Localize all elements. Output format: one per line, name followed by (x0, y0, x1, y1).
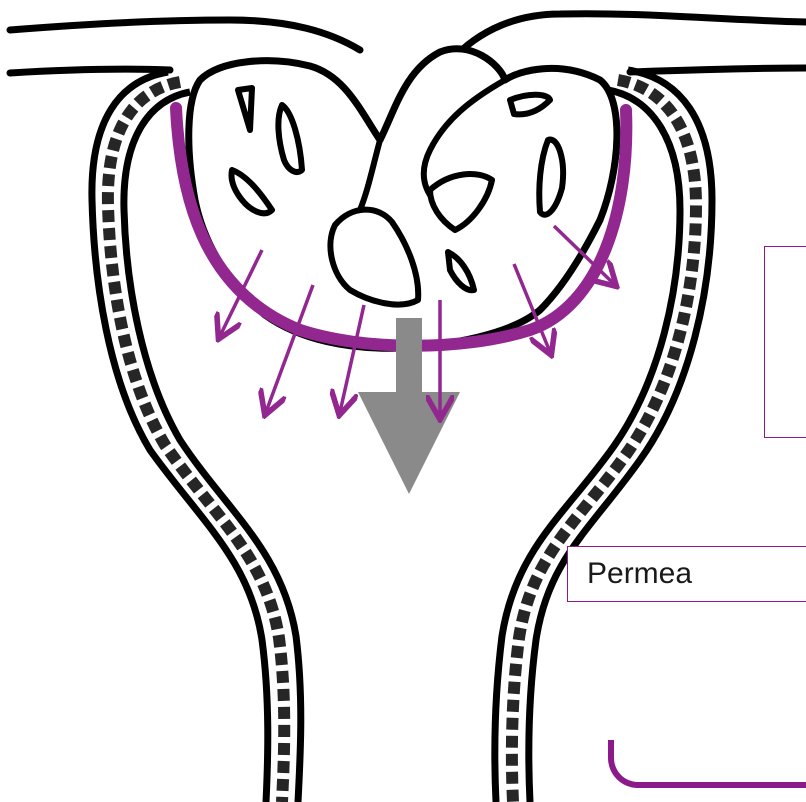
top-surface-line-left-lower (10, 69, 170, 73)
bracket-connector (608, 740, 806, 788)
permeability-label: Permea (587, 557, 692, 591)
top-surface-line-right-lower (630, 68, 806, 72)
annotation-box-top (764, 246, 806, 438)
permeability-label-box: Permea (567, 546, 806, 602)
top-surface-line-left (10, 20, 360, 50)
top-surface-line-right (450, 14, 806, 62)
